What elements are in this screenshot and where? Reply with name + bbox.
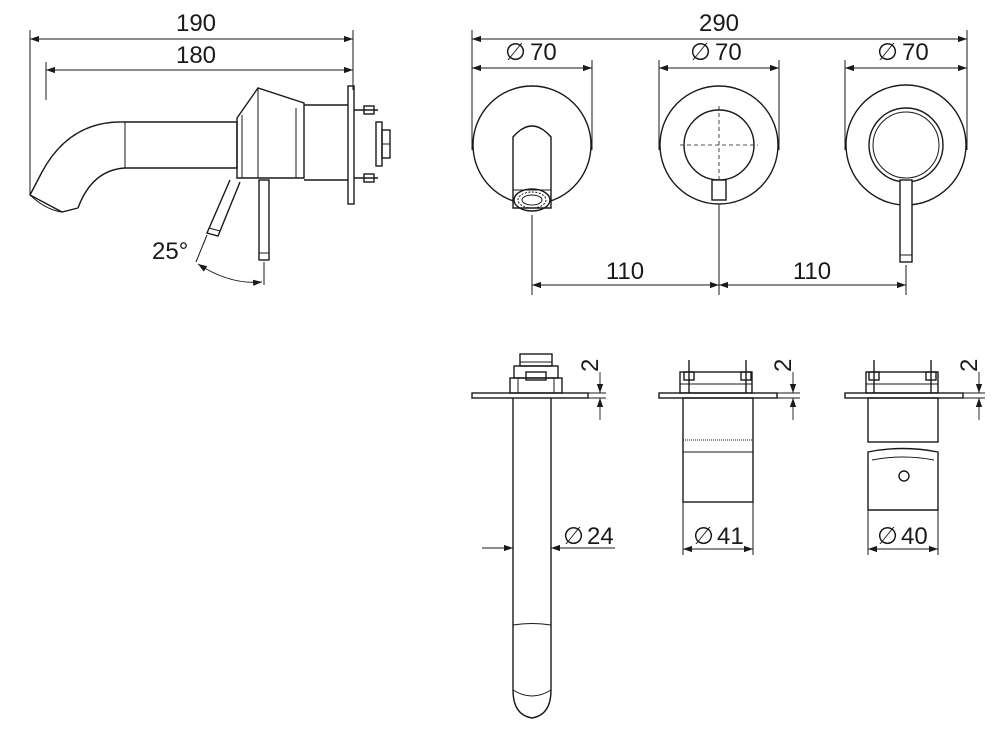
dim-110-left-label: 110	[606, 258, 644, 285]
dim-24-label: 24	[587, 523, 614, 550]
dim-190-label: 190	[176, 10, 216, 37]
spout-body-plan	[512, 398, 552, 719]
front-view: 290 ∅ 70 ∅ 70 ∅ 70	[471, 10, 968, 295]
svg-text:∅: ∅	[505, 38, 526, 66]
angle-arc	[197, 263, 263, 286]
dim-2-spout-label: 2	[577, 359, 604, 372]
right-body-plan	[867, 397, 939, 443]
dim-41-label: 41	[717, 523, 744, 550]
spout-front	[512, 125, 552, 209]
mixer-plan-view: ∅ 41 2	[658, 359, 800, 555]
right-body-lower	[867, 447, 939, 511]
dim-left-plate-label: 70	[530, 39, 557, 66]
svg-text:∅: ∅	[693, 522, 714, 550]
wall-plate	[347, 85, 355, 205]
dim-2-mixer-label: 2	[770, 359, 797, 372]
svg-text:∅: ∅	[690, 38, 711, 66]
spout-plan-view: ∅ 24 2	[471, 353, 615, 719]
dim-2-right-label: 2	[956, 359, 983, 372]
dim-right-plate-label: 70	[902, 39, 929, 66]
svg-text:∅: ∅	[563, 522, 584, 550]
dim-290-label: 290	[699, 10, 739, 37]
mixer-body-plan	[682, 397, 754, 503]
mixer-lever-stub	[711, 179, 727, 201]
dim-mid-plate-label: 70	[715, 39, 742, 66]
mixer-body	[236, 87, 305, 179]
spout-outline	[41, 121, 238, 209]
angle-25-label: 25°	[152, 238, 188, 265]
side-view: 190 180 25°	[29, 10, 391, 286]
dim-110-right-label: 110	[793, 258, 831, 285]
right-plan-view: ∅ 40 2	[844, 359, 985, 555]
dim-180-label: 180	[176, 42, 216, 69]
svg-text:∅: ∅	[877, 38, 898, 66]
right-lever	[899, 179, 913, 263]
lever	[206, 179, 241, 237]
mixer-plate	[659, 85, 779, 205]
dim-40-label: 40	[901, 523, 928, 550]
svg-text:∅: ∅	[877, 522, 898, 550]
